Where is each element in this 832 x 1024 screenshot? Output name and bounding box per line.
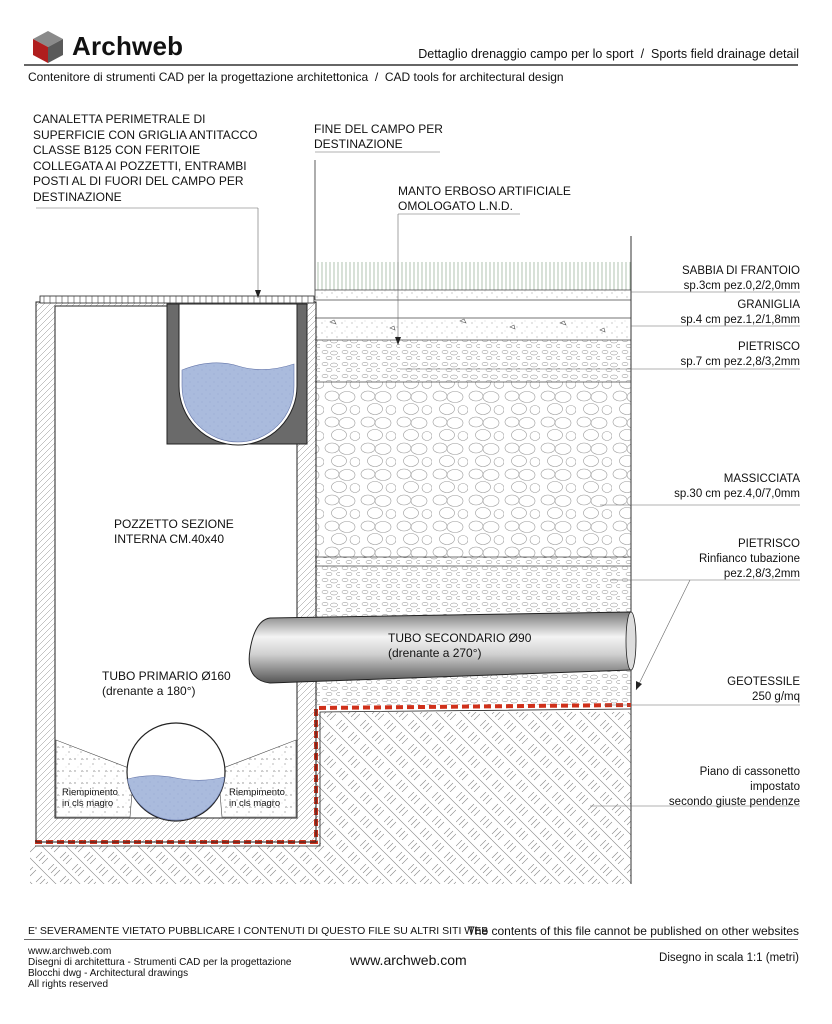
brand-name: Archweb — [72, 31, 184, 61]
archweb-logo-icon — [30, 29, 66, 65]
label-tubo-secondario: TUBO SECONDARIO Ø90(drenante a 270°) — [388, 631, 532, 660]
footer-url-link[interactable]: www.archweb.com — [350, 952, 467, 968]
scale-note: Disegno in scala 1:1 (metri) — [659, 952, 799, 964]
subtitle: Contenitore di strumenti CAD per la prog… — [28, 70, 564, 84]
warning-it: E' SEVERAMENTE VIETATO PUBBLICARE I CONT… — [28, 925, 489, 937]
warning-en: The contents of this file cannot be publ… — [467, 924, 799, 938]
drawing-title: Dettaglio drenaggio campo per lo sport /… — [418, 47, 799, 61]
footer-rule — [24, 939, 798, 940]
header-rule — [24, 64, 798, 66]
label-tubo-primario: TUBO PRIMARIO Ø160(drenante a 180°) — [102, 669, 231, 698]
